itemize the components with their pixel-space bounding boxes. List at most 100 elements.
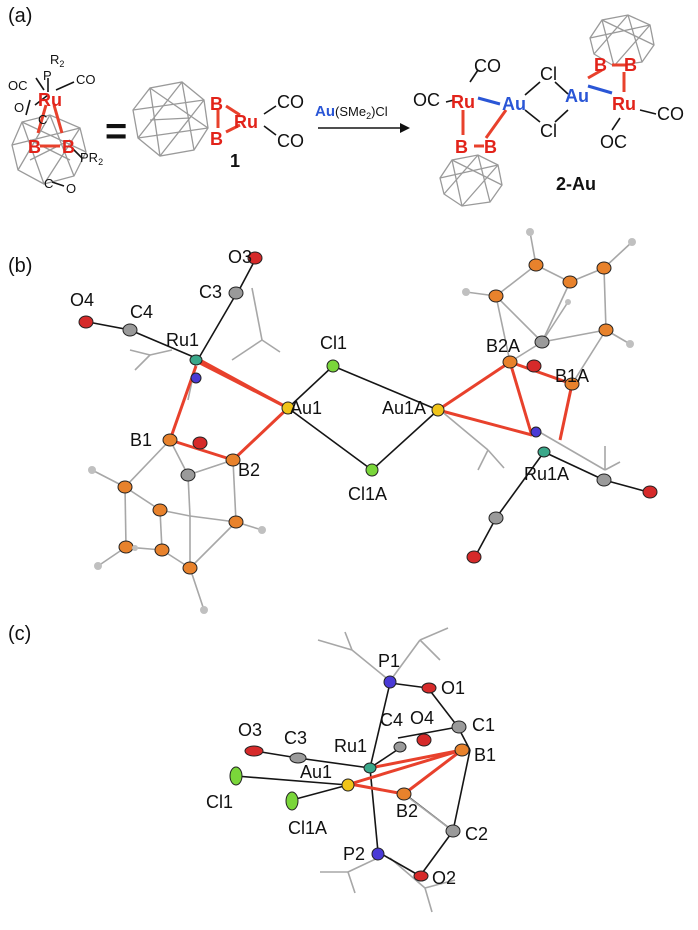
reagent-label: Au(SMe2)Cl [315,103,388,121]
atom-Au1A [431,403,445,417]
b-labels: O3 C3 O4 C4 Ru1 Cl1 B2A B1A Au1 Au1A B1 … [70,247,589,504]
c-label-C2: C2 [465,824,488,844]
c-atom-C3 [289,752,307,764]
atom-O-right-2 [466,550,482,564]
atom-B-cage-6 [182,561,198,575]
c-atom-C1 [451,720,467,734]
c-atom-O1 [421,682,437,694]
c-atom-P1 [383,675,397,689]
p-label-Au-b: Au [565,86,589,106]
product-cage-right [589,14,655,67]
atom-H-r3 [462,288,470,296]
c-label-O3: O3 [238,720,262,740]
atom-Au1 [281,401,295,415]
c-atom-B1 [454,743,470,757]
p-label-OC-a: OC [413,90,440,110]
b-label-Ru1A: Ru1A [524,464,569,484]
atom-H-3 [200,606,208,614]
atom-B1A [564,377,580,391]
b-label-Au1: Au1 [290,398,322,418]
label-P: P [43,68,52,83]
c-label-O4: O4 [410,708,434,728]
atom-H-2 [94,562,102,570]
panel-b: (b) [8,228,658,614]
c1-label-Ru: Ru [234,112,258,132]
atom-H-r5 [565,299,571,305]
b-label-B2A: B2A [486,336,520,356]
c-label-P2: P2 [343,844,365,864]
atom-H-r2 [628,238,636,246]
atom-O-right [526,359,542,373]
label-Ru: Ru [38,90,62,110]
label-B-b: B [62,137,75,157]
c-atom-O4 [416,733,432,747]
p-label-CO-a: CO [474,56,501,76]
b-label-B1A: B1A [555,366,589,386]
p-label-Ru-a: Ru [451,92,475,112]
compound-1-number: 1 [230,151,240,171]
c1-label-CO2: CO [277,131,304,151]
equals-sign: = [105,111,127,153]
p-label-CO-b: CO [657,104,684,124]
atom-B-cage-r1 [488,289,504,303]
c-label-C4: C4 [380,710,403,730]
label-B-a: B [28,137,41,157]
atom-H-5 [132,545,138,551]
atom-B-cage-1 [117,480,133,494]
compound-1-cage [132,81,209,157]
c-atom-Cl1 [229,766,243,786]
c-atom-B2 [396,787,412,801]
p-label-Cl-b: Cl [540,121,557,141]
atom-H-1 [88,466,96,474]
panel-c: (c) [8,623,496,913]
atom-B2A [502,355,518,369]
c-label-C1: C1 [472,715,495,735]
panel-b-label: (b) [8,255,32,277]
c-atoms [229,675,470,882]
atom-Ru1 [189,354,203,366]
c-label-B1: B1 [474,745,496,765]
atom-B-cage-5 [154,543,170,557]
atom-B-cage-r4 [596,261,612,275]
c1-label-B2: B [210,129,223,149]
p-label-Cl-a: Cl [540,64,557,84]
b-label-Cl1A: Cl1A [348,484,387,504]
label-C-a: C [38,112,47,127]
c-atom-Au1 [341,778,355,792]
b-label-O4: O4 [70,290,94,310]
c-atom-C4 [393,741,407,753]
b-atoms [78,228,658,614]
atom-Cl1A [365,463,379,477]
product-cage-left [439,154,503,207]
p-label-Au-a: Au [502,94,526,114]
p-label-B-b2: B [624,55,637,75]
b-label-B2: B2 [238,460,260,480]
c-label-P1: P1 [378,651,400,671]
reaction-arrow: Au(SMe2)Cl [315,103,410,133]
atom-B-cage-3 [228,515,244,529]
panel-a: (a) R2 P OC CO Ru [8,5,684,207]
atom-B-cage-r5 [598,323,614,337]
label-PR2: PR2 [80,150,103,167]
atom-O-right-1 [642,485,658,499]
atom-P-right [530,426,542,438]
atom-B-cage-2 [152,503,168,517]
atom-O-left [192,436,208,450]
b-left-fragment [87,259,439,611]
c-label-O1: O1 [441,678,465,698]
c-label-Cl1A: Cl1A [288,818,327,838]
c1-label-B1: B [210,94,223,114]
atom-H-r1 [526,228,534,236]
c-atom-O2 [413,870,429,882]
c-label-B2: B2 [396,801,418,821]
label-C-b: C [44,176,53,191]
c-label-Ru1: Ru1 [334,736,367,756]
p-label-B-a2: B [484,137,497,157]
c-label-O2: O2 [432,868,456,888]
panel-c-label: (c) [8,623,31,645]
compound-1: B B Ru CO CO 1 [132,81,304,171]
product-2Au: CO OC Ru Au Cl Cl Au Ru CO OC B B B B 2-… [413,14,684,207]
atom-C-right-2 [488,511,504,525]
atom-H-4 [258,526,266,534]
